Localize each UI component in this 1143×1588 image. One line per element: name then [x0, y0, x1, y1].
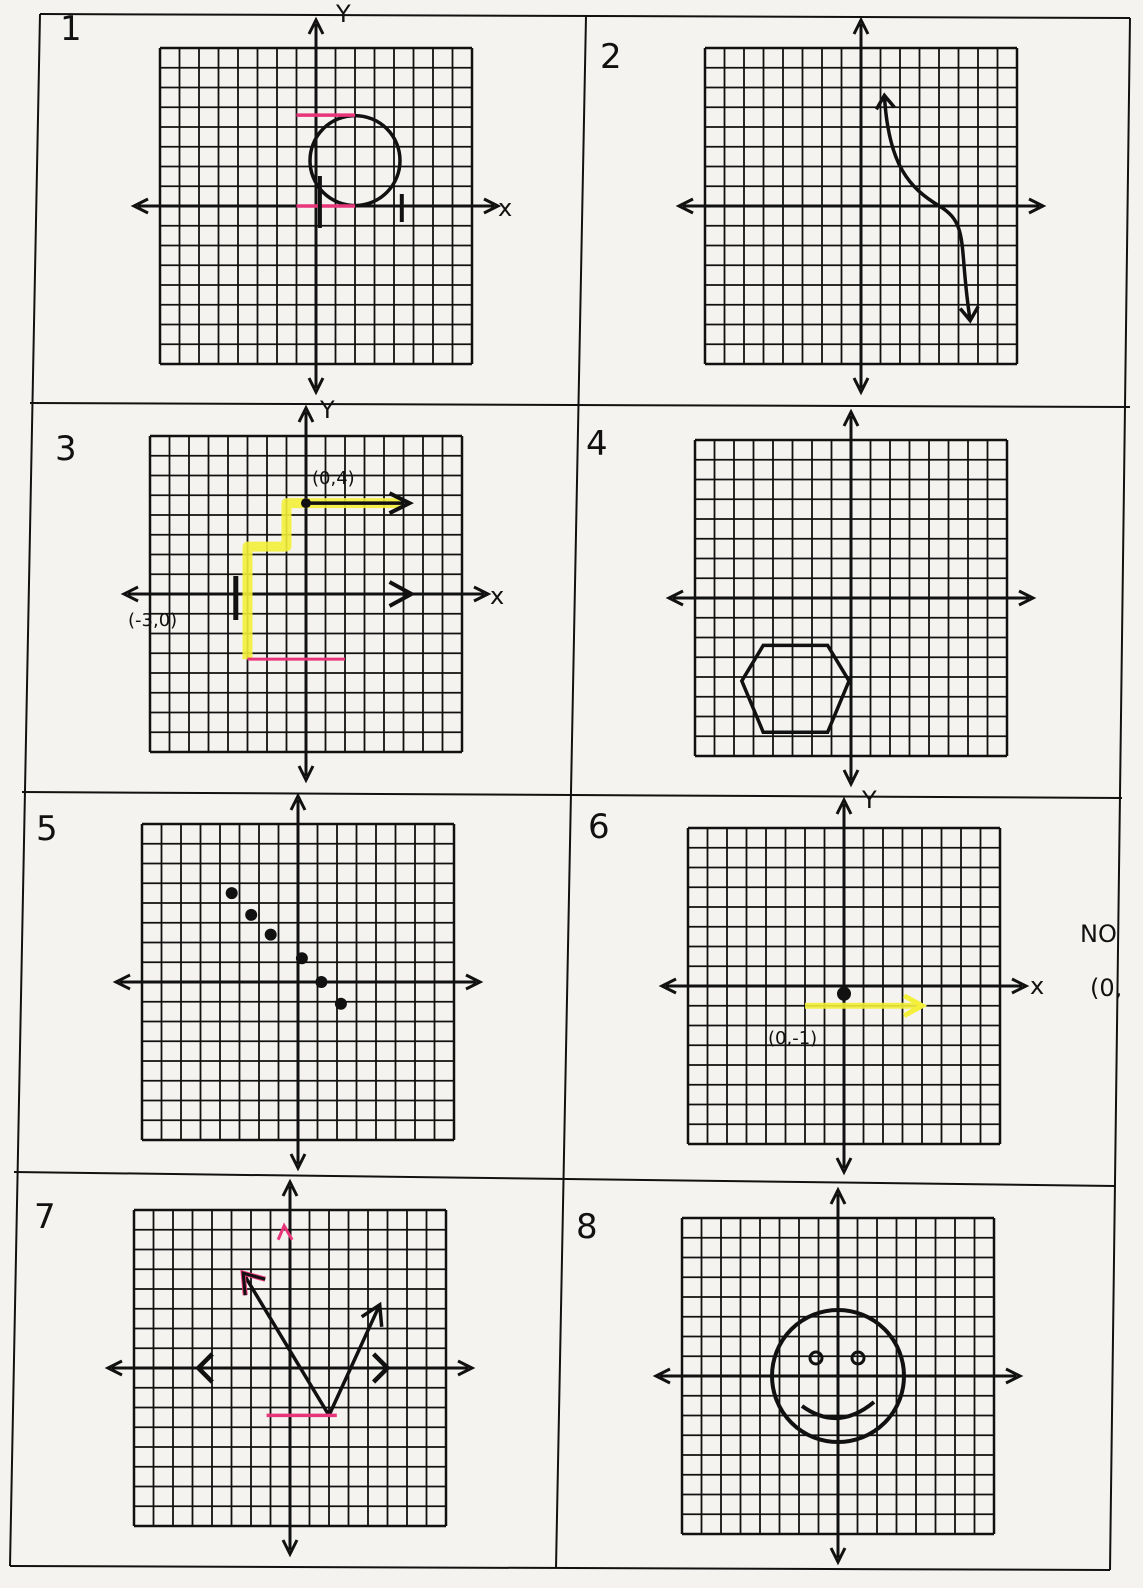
yellow-ray-arrow [902, 993, 928, 1018]
face-circle [770, 1308, 906, 1444]
grid-panel-7 [104, 1178, 476, 1558]
y-axis-arrow-up [852, 16, 870, 35]
scatter-point [245, 908, 258, 921]
panel-number-1: 1 [60, 9, 82, 49]
point-0-4 [301, 498, 311, 509]
panel-6-figure [805, 986, 928, 1018]
panel-1-y-label: Y [335, 0, 351, 28]
y-axis-arrow-down [852, 377, 870, 396]
grid-panel-3 [120, 404, 492, 784]
panel-6-y-label: Y [861, 786, 877, 814]
right-eye [850, 1350, 866, 1366]
scatter-point [315, 976, 328, 988]
curve-arrow-up [874, 92, 896, 111]
y-axis-arrow-up [835, 796, 853, 815]
y-axis-arrow-down [297, 765, 315, 784]
x-axis-arrow-right [1011, 977, 1030, 995]
panel-7-figure [195, 1222, 391, 1420]
grid-panel-6 [658, 796, 1030, 1176]
panel-2-figure [874, 92, 980, 324]
y-axis-arrow-down [281, 1539, 299, 1558]
right-arrowhead [360, 1301, 384, 1327]
x-axis-arrow-left [675, 197, 694, 215]
scatter-point [334, 997, 347, 1010]
y-axis-arrow-up [829, 1186, 847, 1205]
x-axis-arrow-right [483, 197, 502, 215]
panel-number-5: 5 [36, 809, 58, 849]
x-axis-arrow-left [104, 1359, 123, 1377]
x-arrow-right-mark [371, 1352, 391, 1384]
ray-arrow [388, 491, 414, 515]
x-axis-arrow-right [1028, 197, 1047, 215]
v-lines [241, 1272, 382, 1420]
panel-number-2: 2 [600, 37, 622, 77]
grid-panel-5 [112, 792, 484, 1172]
x-axis-arrow-left [112, 973, 131, 991]
x-axis-arrow-right [473, 585, 492, 603]
panel-6-x-label: x [1030, 972, 1044, 1000]
x-axis-arrow-right [457, 1359, 476, 1377]
x-axis-arrow-right [1005, 1367, 1024, 1385]
grid-panel-4 [665, 408, 1037, 788]
x-axis-arrow-left [665, 589, 684, 607]
smile [800, 1400, 876, 1420]
y-axis-arrow-down [289, 1153, 307, 1172]
grid-panel-2 [675, 16, 1047, 396]
curve [882, 95, 972, 321]
margin-note-line2: (0, [1090, 974, 1122, 1002]
y-axis-arrow-up [307, 16, 325, 35]
hexagon-shape [739, 643, 852, 735]
point-0-neg1 [837, 986, 851, 1001]
panel-1-x-label: x [498, 194, 512, 222]
panel-8-figure [770, 1308, 906, 1444]
panel-3-figure [233, 491, 416, 661]
y-axis-arrow-down [307, 377, 325, 396]
table-borders [9, 13, 1131, 1571]
panel-3-point-label-0-4: (0,4) [312, 468, 355, 489]
graph-figures [195, 92, 980, 1444]
y-axis-arrow-up [842, 408, 860, 427]
panel-3-x-label: x [490, 582, 504, 610]
x-axis-arrow-left [658, 977, 677, 995]
coordinate-grids [104, 16, 1047, 1566]
panel-number-4: 4 [586, 424, 608, 464]
panel-3-y-label: Y [319, 396, 335, 424]
scatter-point [295, 952, 308, 965]
y-axis-arrow-down [835, 1157, 853, 1176]
panel-number-8: 8 [576, 1207, 598, 1247]
y-axis-arrow-up [281, 1178, 299, 1197]
x-arrow-mark [388, 580, 416, 608]
left-arrowhead [241, 1271, 266, 1296]
panel-1-figure [296, 113, 404, 228]
panel-number-7: 7 [34, 1197, 56, 1237]
y-axis-arrow-up [297, 404, 315, 423]
x-axis-arrow-left [120, 585, 139, 603]
curve-arrow-down [958, 305, 980, 324]
y-axis-arrow-down [842, 769, 860, 788]
left-eye [808, 1350, 824, 1366]
x-axis-arrow-left [652, 1367, 671, 1385]
x-axis-arrow-left [130, 197, 149, 215]
panel-4-figure [739, 643, 852, 735]
x-axis-arrow-right [465, 973, 484, 991]
scatter-point [225, 887, 238, 900]
x-axis-arrow-right [1018, 589, 1037, 607]
y-axis-arrow-down [829, 1547, 847, 1566]
y-axis-arrow-up [289, 792, 307, 811]
grid-panel-8 [652, 1186, 1024, 1566]
margin-note-line1: NO [1080, 920, 1117, 948]
panel-5-figure [225, 887, 347, 1010]
panel-3-point-label-neg3-0: (-3,0) [128, 610, 177, 631]
x-arrow-left-mark [195, 1352, 214, 1384]
pink-caret [276, 1222, 294, 1241]
scatter-point [264, 928, 277, 941]
panel-number-3: 3 [55, 429, 77, 469]
panel-number-6: 6 [588, 807, 610, 847]
